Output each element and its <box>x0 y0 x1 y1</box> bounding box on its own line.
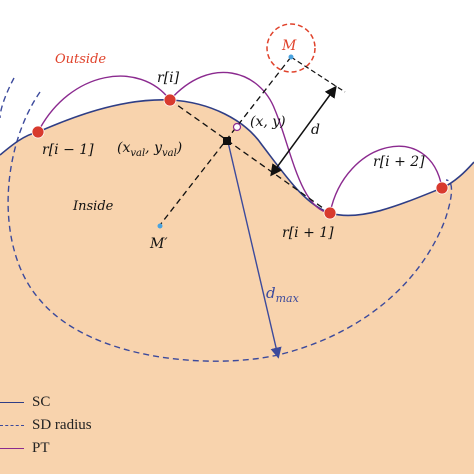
dmax-arrow <box>227 141 282 359</box>
legend-swatch-pt <box>0 447 24 449</box>
yval-sub: val <box>162 148 177 159</box>
m-prime-dot <box>157 223 163 229</box>
point-r-i-plus-2 <box>435 181 449 195</box>
point-r-i-plus-1 <box>323 206 337 220</box>
r-i-label: r[i] <box>157 70 180 86</box>
point-xval-yval <box>223 137 231 145</box>
point-xy <box>232 122 242 132</box>
m-label: M <box>281 38 297 54</box>
r-i-plus-1-label: r[i + 1] <box>282 225 334 241</box>
close-paren: ) <box>176 140 182 156</box>
dmax-sub: max <box>276 292 300 305</box>
pt-arc-1 <box>37 75 171 133</box>
m-mprime-line <box>159 56 292 226</box>
comma: , y <box>145 140 163 156</box>
m-dot <box>288 54 294 60</box>
xval-sub: val <box>130 148 145 159</box>
legend-item-sd-radius: SD radius <box>0 415 92 435</box>
r-i-plus-2-label: r[i + 2] <box>373 154 425 170</box>
inside-region <box>0 99 474 474</box>
legend-item-pt: PT <box>0 438 50 458</box>
d-guide-top <box>290 56 346 93</box>
outside-label: Outside <box>55 52 106 67</box>
m-prime-label: M′ <box>149 236 168 252</box>
point-r-i <box>163 93 177 107</box>
xy-label: (x, y) <box>250 114 286 130</box>
sd-radius-arc-left <box>0 77 15 119</box>
pt-arc-3 <box>329 145 443 214</box>
m-circle <box>266 23 316 73</box>
dmax-label: dmax <box>266 284 300 305</box>
xval-yval-label: (xval, yval) <box>117 140 182 159</box>
legend-item-sc: SC <box>0 392 50 412</box>
r-i-minus-1-label: r[i − 1] <box>42 142 94 158</box>
chord-ri-ri1 <box>169 99 331 214</box>
d-arrow <box>270 85 337 177</box>
legend-label-sc: SC <box>32 393 51 410</box>
dmax-d: d <box>266 284 276 302</box>
inside-label: Inside <box>72 199 114 214</box>
d-label: d <box>311 122 320 138</box>
sc-curve <box>0 99 474 217</box>
legend-label-pt: PT <box>32 439 50 456</box>
legend: SC SD radius PT <box>0 388 474 474</box>
legend-swatch-sc <box>0 401 24 403</box>
legend-swatch-sd-radius <box>0 424 24 426</box>
legend-label-sd-radius: SD radius <box>32 416 92 433</box>
point-r-i-minus-1 <box>31 125 45 139</box>
xval-open: (x <box>117 140 130 156</box>
